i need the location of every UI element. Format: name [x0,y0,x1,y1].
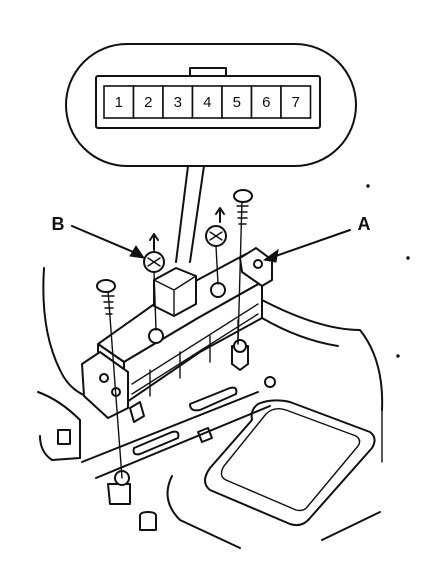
console-slot-1 [189,386,238,412]
screw-right-thread [236,205,249,225]
screw-b-left-arrow [149,233,159,251]
unit-connector [153,267,197,317]
unit-ribs [131,303,259,397]
speck [366,184,370,188]
connector-pin-cell [221,85,253,119]
screw-b-right-arrow [215,207,225,223]
connector-pin-row: 1 2 3 4 5 6 7 [103,85,312,119]
console-left-slot [57,429,71,445]
control-unit [81,247,273,423]
connector-pin-number: 7 [292,94,300,111]
callout-a-label: A [358,214,371,234]
speck [396,354,400,358]
console-left-wall [42,267,93,399]
screw-right-head [233,189,253,203]
connector-pin-number: 5 [233,94,241,111]
console-right-inner [261,317,339,347]
console-clip [264,376,276,388]
connector-pin-cell [103,85,135,119]
console-lower-curve [166,475,241,549]
console-edge [81,391,259,463]
connector-pin-number: 1 [115,94,123,111]
console-edge-inner [95,405,271,479]
screw-b-right-cross [209,231,223,241]
connector-pin-number: 2 [144,94,152,111]
screw-b-left [143,233,165,331]
connector-pin-number: 6 [262,94,270,111]
console-slot-3 [197,427,213,443]
connector-pin-cell [280,85,312,119]
screw-b-right [205,207,227,285]
screw-right [233,189,253,345]
callout-b: B [52,214,146,259]
shift-opening-inner [220,407,361,512]
bracket-hole [99,373,109,383]
mount-post-right-top [233,339,247,353]
screw-b-left-axis [153,271,157,331]
screw-left-head [96,279,116,293]
speck [406,256,410,260]
bracket-hole [253,259,263,269]
mount-post-left [107,483,131,505]
connector-view-bubble: 1 2 3 4 5 6 7 [65,43,357,263]
console-right-contour [261,299,384,411]
connector-lock-tab [189,67,227,77]
screw-b-left-cross [147,257,161,267]
shift-opening-outer [204,399,376,527]
console-plug [139,511,157,531]
console-slot-2 [132,430,180,456]
callout-a-arrowhead [262,248,279,263]
connector-pin-number: 4 [203,94,211,111]
connector-pin-number: 3 [174,94,182,111]
screw-left-axis [107,289,123,479]
callout-b-label: B [52,214,65,234]
unit-connector-edges [153,275,197,317]
callout-b-arrowhead [129,245,146,259]
connector-pin-cell [250,85,282,119]
callout-a-leader [269,229,351,259]
screw-b-right-axis [215,245,219,285]
connector-pin-cell [132,85,164,119]
unit-screw-hole-2 [210,282,226,298]
connector-housing [95,75,321,129]
unit-tab [129,401,145,423]
screw-left [96,279,123,479]
callout-a: A [262,214,371,263]
bubble-leader [175,165,205,263]
console-panel [37,184,410,549]
console-left-lower [37,391,81,461]
callout-b-leader [71,225,139,255]
unit-screw-hole-1 [148,328,164,344]
console-lower-right [321,511,381,541]
screw-left-thread [101,295,115,315]
